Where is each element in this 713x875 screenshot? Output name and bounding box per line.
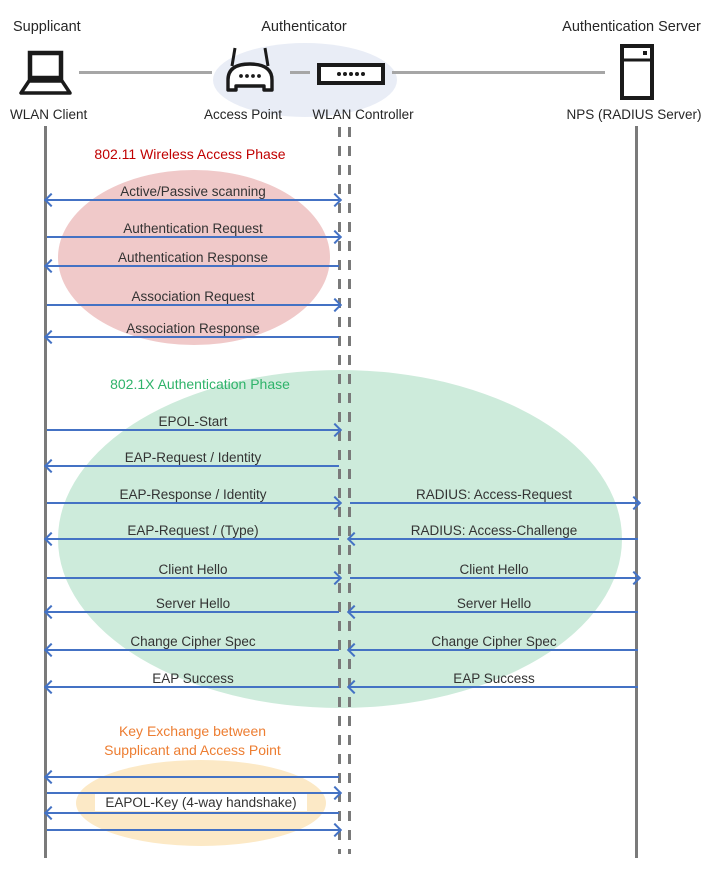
wireless-router-icon — [220, 46, 280, 98]
lifeline-controller-dashed-1 — [338, 127, 341, 854]
message-label: Server Hello — [456, 596, 532, 611]
message-eapol-key-arrow — [43, 795, 339, 821]
message-label: Change Cipher Spec — [431, 634, 557, 649]
message-eapol-key-arrow — [47, 812, 343, 838]
lifeline-auth-server — [635, 126, 638, 858]
message-eap-success: EAP Success — [43, 669, 339, 695]
message-label: Authentication Response — [117, 250, 269, 265]
message-client-hello: Client Hello — [47, 560, 343, 586]
message-arrow-line — [47, 236, 339, 239]
message-arrow-line — [47, 502, 339, 505]
message-label: Association Request — [131, 289, 255, 304]
message-arrow-line — [47, 465, 339, 468]
message-authentication-response: Authentication Response — [43, 248, 339, 274]
label-wlan-controller: WLAN Controller — [312, 107, 414, 122]
message-arrow-line — [350, 649, 638, 652]
connector-client-to-ap — [79, 71, 212, 74]
message-arrow-line — [350, 686, 638, 689]
phase-1-title: 802.11 Wireless Access Phase — [94, 146, 286, 162]
message-label: Server Hello — [155, 596, 231, 611]
message-label: RADIUS: Access-Request — [415, 487, 573, 502]
phase-3-title: Key Exchange between Supplicant and Acce… — [65, 722, 320, 760]
message-radius-access-request: RADIUS: Access-Request — [350, 485, 642, 511]
message-arrow-line — [47, 812, 339, 815]
message-association-request: Association Request — [47, 287, 343, 313]
message-active-passive-scanning: Active/Passive scanning — [43, 182, 343, 208]
message-authentication-request: Authentication Request — [47, 219, 343, 245]
label-nps-radius-server: NPS (RADIUS Server) — [566, 107, 702, 122]
message-arrow-line — [47, 429, 339, 432]
message-label: EAP-Request / Identity — [124, 450, 262, 465]
message-arrow-line — [47, 577, 339, 580]
message-eapol-key-arrow — [47, 775, 343, 801]
message-arrow-line — [47, 336, 339, 339]
message-arrow-line — [47, 611, 339, 614]
message-eap-success: EAP Success — [346, 669, 638, 695]
message-label: EAP Success — [152, 671, 234, 686]
label-wlan-client: WLAN Client — [10, 107, 88, 122]
eapol-key-handshake-label: EAPOL-Key (4-way handshake) — [95, 794, 307, 811]
phase-2-title: 802.1X Authentication Phase — [110, 376, 290, 392]
server-tower-icon — [619, 43, 655, 101]
message-arrow-line — [47, 199, 339, 202]
message-eap-request-identity: EAP-Request / Identity — [43, 448, 339, 474]
controller-box-icon — [316, 62, 386, 86]
message-arrow-line — [350, 502, 638, 505]
message-arrow-line — [47, 265, 339, 268]
role-authenticator: Authenticator — [261, 19, 347, 35]
message-arrow-line — [47, 686, 339, 689]
role-supplicant: Supplicant — [13, 19, 81, 35]
message-server-hello: Server Hello — [43, 594, 339, 620]
message-arrow-line — [47, 649, 339, 652]
connector-controller-to-server — [392, 71, 605, 74]
message-label: Client Hello — [459, 562, 529, 577]
message-change-cipher-spec: Change Cipher Spec — [346, 632, 638, 658]
message-arrow-line — [350, 538, 638, 541]
laptop-icon — [13, 50, 77, 97]
message-eap-response-identity: EAP-Response / Identity — [47, 485, 343, 511]
message-eapol-key-arrow — [43, 759, 339, 785]
phase-3-title-line1: Key Exchange between — [118, 723, 267, 739]
lifeline-supplicant — [44, 126, 47, 858]
message-label: EPOL-Start — [158, 414, 228, 429]
message-label: Association Response — [126, 321, 260, 336]
message-radius-access-challenge: RADIUS: Access-Challenge — [346, 521, 638, 547]
message-arrow-line — [47, 829, 339, 832]
message-server-hello: Server Hello — [346, 594, 638, 620]
message-association-response: Association Response — [43, 319, 339, 345]
message-label: Active/Passive scanning — [120, 184, 266, 199]
message-label: Change Cipher Spec — [130, 634, 256, 649]
message-arrow-line — [47, 538, 339, 541]
message-label: EAP Success — [453, 671, 535, 686]
message-arrow-line — [350, 611, 638, 614]
message-label: Client Hello — [158, 562, 228, 577]
connector-ap-to-controller — [290, 71, 310, 74]
message-client-hello: Client Hello — [350, 560, 642, 586]
role-authentication-server: Authentication Server — [562, 19, 701, 35]
message-arrow-line — [350, 577, 638, 580]
message-label: Authentication Request — [123, 221, 263, 236]
message-arrow-line — [47, 304, 339, 307]
message-epol-start: EPOL-Start — [47, 412, 343, 438]
message-eap-request-type: EAP-Request / (Type) — [43, 521, 339, 547]
label-access-point: Access Point — [203, 107, 283, 122]
lifeline-controller-dashed-2 — [348, 127, 351, 854]
message-label: RADIUS: Access-Challenge — [410, 523, 578, 538]
message-label: EAP-Response / Identity — [119, 487, 267, 502]
phase-3-title-line2: Supplicant and Access Point — [104, 742, 281, 758]
message-label: EAP-Request / (Type) — [127, 523, 259, 538]
message-arrow-line — [47, 776, 339, 779]
message-arrow-line — [47, 792, 339, 795]
message-change-cipher-spec: Change Cipher Spec — [43, 632, 339, 658]
arrowhead-right-icon — [327, 822, 343, 838]
